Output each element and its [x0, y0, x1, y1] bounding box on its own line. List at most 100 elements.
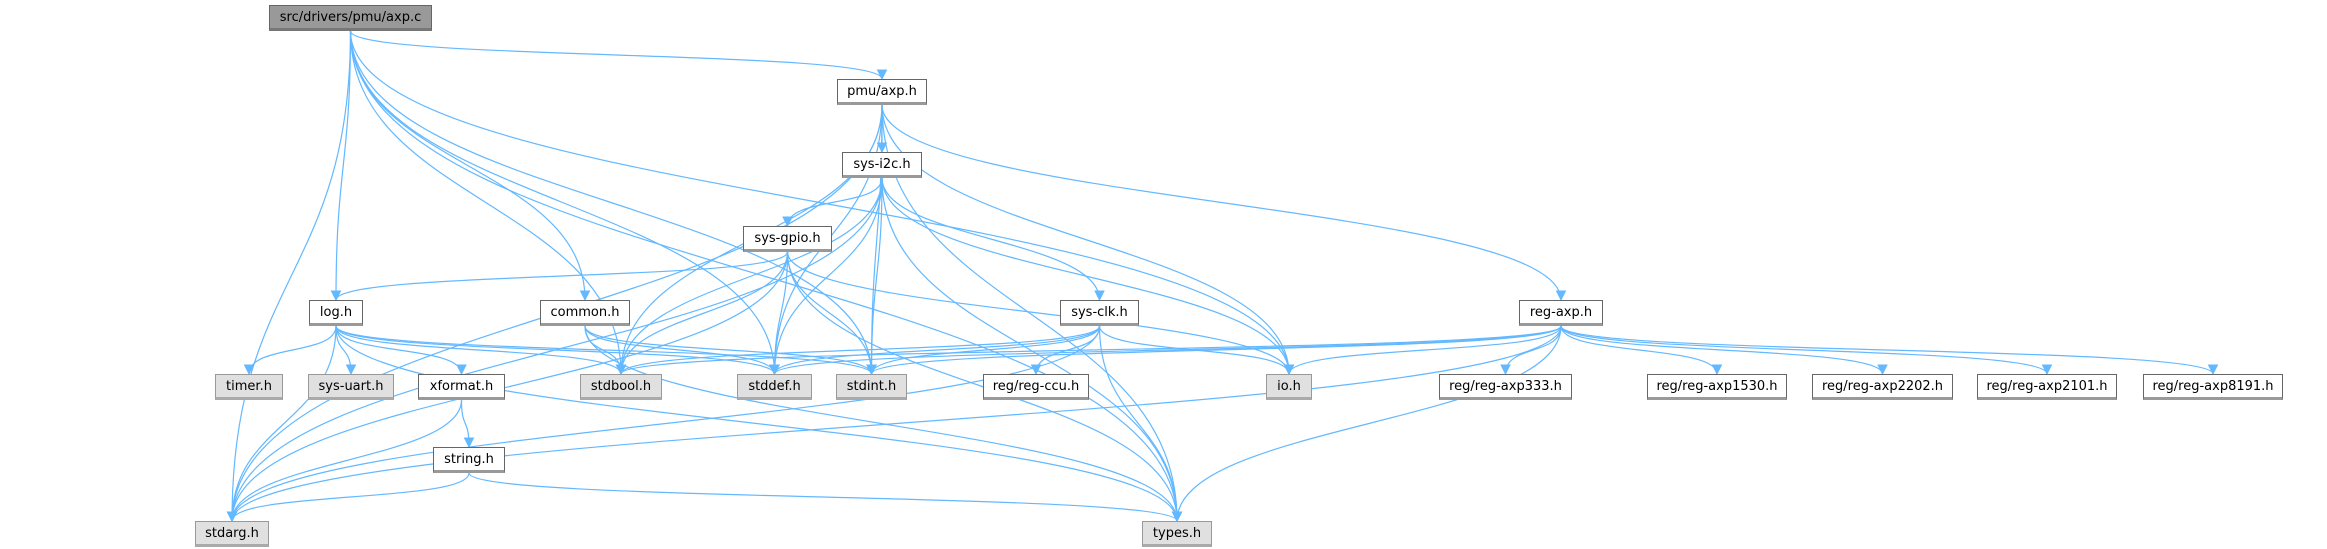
node-string-h[interactable]: string.h: [433, 447, 505, 473]
edge-sys-clk-h-to-stdarg-h: [226, 325, 1101, 523]
node-reg-ccu-h[interactable]: reg/reg-ccu.h: [983, 374, 1089, 400]
node-label: reg/reg-axp2202.h: [1821, 378, 1944, 394]
node-stdint-h[interactable]: stdint.h: [836, 374, 907, 400]
edge-reg-axp-h-to-reg-axp1530-h: [1560, 325, 1723, 376]
node-sys-gpio-h[interactable]: sys-gpio.h: [743, 226, 832, 252]
edge-axp-c-to-stdint-h: [349, 30, 877, 376]
edge-common-h-to-types-h: [584, 325, 1183, 523]
edge-axp-c-to-pmu-axp-h: [349, 30, 888, 81]
edge-sys-gpio-h-to-stdbool-h: [615, 251, 789, 376]
node-reg-axp-h[interactable]: reg-axp.h: [1519, 300, 1603, 326]
edge-sys-i2c-h-to-sys-gpio-h: [782, 177, 883, 228]
node-label: reg/reg-ccu.h: [992, 378, 1080, 394]
edge-xformat-h-to-stdarg-h: [226, 399, 463, 523]
edge-axp-c-to-common-h: [349, 30, 591, 302]
edge-xformat-h-to-string-h: [460, 399, 475, 449]
edge-sys-i2c-h-to-types-h: [881, 177, 1183, 523]
node-stddef-h[interactable]: stddef.h: [737, 374, 812, 400]
edge-sys-gpio-h-to-log-h: [330, 251, 789, 302]
node-stdbool-h[interactable]: stdbool.h: [580, 374, 662, 400]
node-label: sys-gpio.h: [754, 230, 821, 246]
node-label: reg/reg-axp1530.h: [1656, 378, 1778, 394]
edge-axp-c-to-stddef-h: [349, 30, 780, 376]
node-label: stdbool.h: [590, 378, 652, 394]
edge-sys-clk-h-to-stddef-h: [769, 325, 1101, 376]
node-sys-i2c-h[interactable]: sys-i2c.h: [842, 152, 922, 178]
node-reg-axp2101-h[interactable]: reg/reg-axp2101.h: [1977, 374, 2117, 400]
edge-pmu-axp-h-to-types-h: [881, 104, 1183, 523]
node-xformat-h[interactable]: xformat.h: [418, 374, 505, 400]
node-sys-uart-h[interactable]: sys-uart.h: [308, 374, 394, 400]
edge-log-h-to-xformat-h: [335, 325, 467, 376]
edge-log-h-to-timer-h: [243, 325, 337, 376]
edge-reg-axp-h-to-reg-axp333-h: [1500, 325, 1562, 376]
node-label: types.h: [1152, 525, 1202, 541]
node-label: stdarg.h: [205, 525, 259, 541]
edge-sys-gpio-h-to-io-h: [786, 251, 1295, 376]
node-io-h[interactable]: io.h: [1266, 374, 1312, 400]
node-reg-axp333-h[interactable]: reg/reg-axp333.h: [1439, 374, 1572, 400]
edge-reg-axp-h-to-io-h: [1283, 325, 1562, 376]
node-label: sys-i2c.h: [853, 156, 911, 172]
edge-log-h-to-stddef-h: [335, 325, 780, 376]
edge-reg-axp-h-to-stdint-h: [866, 325, 1562, 376]
node-label: pmu/axp.h: [847, 83, 917, 99]
edge-log-h-to-sys-uart-h: [335, 325, 357, 376]
edge-reg-axp-h-to-reg-axp8191-h: [1560, 325, 2219, 376]
edge-log-h-to-stdbool-h: [335, 325, 627, 376]
edge-sys-clk-h-to-types-h: [1098, 325, 1183, 523]
edge-sys-i2c-h-to-stdint-h: [866, 177, 883, 376]
edge-axp-c-to-stdarg-h: [226, 30, 352, 523]
node-label: sys-clk.h: [1071, 304, 1128, 320]
edge-sys-gpio-h-to-types-h: [786, 251, 1183, 523]
edge-common-h-to-stddef-h: [584, 325, 780, 376]
node-label: stddef.h: [748, 378, 801, 394]
edge-log-h-to-types-h: [335, 325, 1183, 523]
edge-reg-axp-h-to-reg-axp2101-h: [1560, 325, 2053, 376]
edge-reg-axp-h-to-stdarg-h: [226, 325, 1562, 523]
node-types-h[interactable]: types.h: [1142, 521, 1212, 547]
edge-sys-clk-h-to-stdbool-h: [615, 325, 1101, 376]
node-label: timer.h: [226, 378, 272, 394]
edge-reg-axp-h-to-stddef-h: [769, 325, 1562, 376]
edge-sys-i2c-h-to-io-h: [881, 177, 1295, 376]
node-reg-axp8191-h[interactable]: reg/reg-axp8191.h: [2143, 374, 2283, 400]
edge-string-h-to-types-h: [468, 472, 1183, 523]
node-label: io.h: [1277, 378, 1301, 394]
node-label: reg/reg-axp8191.h: [2152, 378, 2274, 394]
node-common-h[interactable]: common.h: [540, 300, 630, 326]
edge-axp-c-to-log-h: [330, 30, 352, 302]
node-label: reg/reg-axp2101.h: [1986, 378, 2108, 394]
edge-sys-gpio-h-to-stdarg-h: [226, 251, 789, 523]
node-timer-h[interactable]: timer.h: [215, 374, 283, 400]
node-reg-axp1530-h[interactable]: reg/reg-axp1530.h: [1647, 374, 1787, 400]
edge-sys-i2c-h-to-sys-clk-h: [881, 177, 1105, 302]
edge-pmu-axp-h-to-reg-axp-h: [881, 104, 1567, 302]
edge-reg-axp-h-to-types-h: [1171, 325, 1562, 523]
node-label: src/drivers/pmu/axp.c: [279, 9, 422, 25]
node-label: xformat.h: [429, 378, 494, 394]
node-stdarg-h[interactable]: stdarg.h: [195, 521, 269, 547]
edge-log-h-to-stdarg-h: [226, 325, 337, 523]
node-log-h[interactable]: log.h: [309, 300, 363, 326]
node-pmu-axp-h[interactable]: pmu/axp.h: [837, 79, 927, 105]
node-label: string.h: [444, 451, 494, 467]
edge-sys-i2c-h-to-stdbool-h: [615, 177, 883, 376]
edge-reg-axp-h-to-reg-axp2202-h: [1560, 325, 1888, 376]
edge-axp-c-to-types-h: [349, 30, 1183, 523]
edge-sys-gpio-h-to-stddef-h: [769, 251, 789, 376]
edge-axp-c-to-io-h: [349, 30, 1295, 376]
edge-reg-axp-h-to-stdbool-h: [615, 325, 1562, 376]
edge-sys-i2c-h-to-stddef-h: [769, 177, 883, 376]
node-axp-c[interactable]: src/drivers/pmu/axp.c: [269, 5, 432, 31]
node-label: common.h: [550, 304, 620, 320]
node-label: reg/reg-axp333.h: [1449, 378, 1562, 394]
edge-string-h-to-stdarg-h: [226, 472, 470, 523]
node-label: sys-uart.h: [318, 378, 384, 394]
node-label: stdint.h: [846, 378, 897, 394]
node-label: log.h: [319, 304, 353, 320]
edge-common-h-to-stdint-h: [584, 325, 877, 376]
node-sys-clk-h[interactable]: sys-clk.h: [1060, 300, 1139, 326]
node-reg-axp2202-h[interactable]: reg/reg-axp2202.h: [1812, 374, 1953, 400]
